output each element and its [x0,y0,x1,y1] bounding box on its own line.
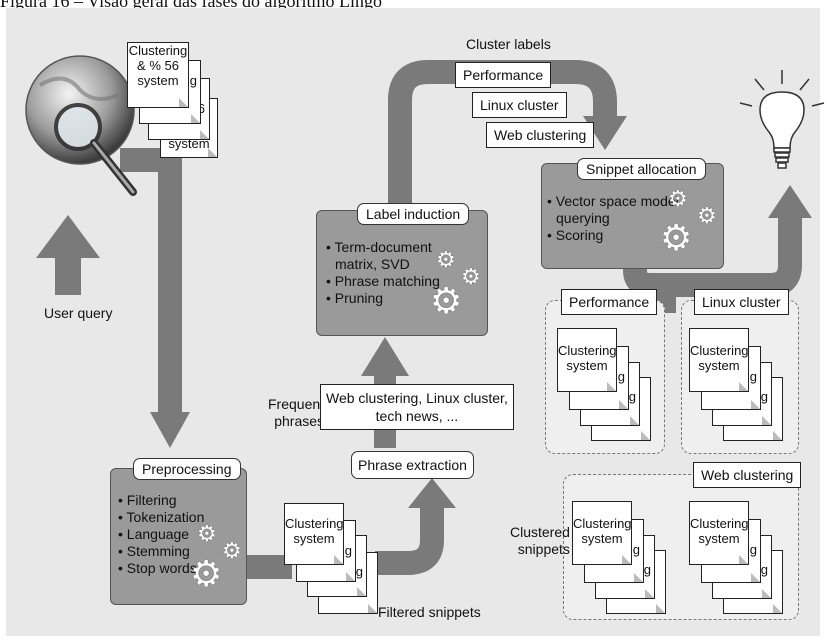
snippet-allocation-title: Snippet allocation [577,158,706,180]
user-query-arrow [36,215,100,295]
label-induction-item: Pruning [326,290,440,307]
user-query-label: User query [44,305,113,321]
gear-icon: ⚙ [668,186,688,211]
performance-cluster-label: Performance [561,289,658,315]
snippet-allocation-item: Scoring [547,227,679,244]
preprocessing-title: Preprocessing [133,458,241,480]
frequent-phrases-label: Frequent phrases [268,396,325,429]
label-induction-item: Term-document [326,239,440,256]
gear-icon: ⚙ [697,203,717,228]
lightbulb-arrowhead [768,185,812,218]
phrase-extraction-arrowhead [408,478,456,508]
preprocessing-arrowhead [150,412,190,448]
label-induction-arrowhead [361,337,409,376]
cluster-doc-front: Clustering system [572,501,632,565]
filtered-snippets-label: Filtered snippets [378,604,481,620]
snippet-allocation-item: querying [556,210,610,226]
cluster-label-performance: Performance [455,62,552,88]
preprocessing-list: Filtering Tokenization Language Stemming… [118,492,205,577]
label-induction-item: matrix, SVD [335,256,410,272]
gear-icon: ⚙ [190,553,223,594]
preprocessing-item: Stop words [118,560,204,577]
magnifier-icon [54,103,137,196]
cluster-label-web: Web clustering [486,122,595,148]
gear-icon: ⚙ [222,538,242,563]
gear-icon: ⚙ [461,264,481,289]
phrase-extraction-box: Phrase extraction [351,451,474,479]
path-to-preprocessing [120,148,182,415]
cluster-doc-front: Clustering system [689,328,749,392]
linux-cluster-label: Linux cluster [694,289,789,315]
snippet-allocation-item: Vector space model [547,193,679,210]
preprocessing-item: Stemming [118,543,204,560]
frequent-phrases-box: Web clustering, Linux cluster, tech news… [320,384,514,430]
cluster-doc-front: Clustering system [557,328,617,392]
snippet-allocation-list: Vector space model querying Scoring [547,193,679,244]
path-to-phrase-extraction [375,505,444,575]
label-induction-title: Label induction [357,203,470,225]
query-doc-front: Clustering & % 56 system [127,42,189,108]
figure-caption: Figura 16 – Visão geral das fases do alg… [0,0,383,11]
cluster-label-linux: Linux cluster [472,92,567,118]
gear-icon: ⚙ [436,247,456,272]
cluster-doc-front: Clustering system [689,501,749,565]
gear-icon: ⚙ [430,280,463,321]
path-to-clusters [623,214,802,297]
label-induction-item: Phrase matching [326,273,440,290]
preprocessing-item: Language [118,526,204,543]
label-induction-list: Term-document matrix, SVD Phrase matchin… [326,239,440,307]
gear-icon: ⚙ [660,217,693,258]
clustered-snippets-label: Clustered snippets [510,524,570,557]
lightbulb-icon [739,70,825,169]
filtered-doc-front: Clustering system [284,503,344,565]
preprocessing-item: Tokenization [118,509,205,526]
gear-icon: ⚙ [197,521,217,546]
web-clustering-cluster-label: Web clustering [693,462,802,488]
cluster-labels-heading: Cluster labels [466,36,551,52]
preprocessing-item: Filtering [118,492,204,509]
